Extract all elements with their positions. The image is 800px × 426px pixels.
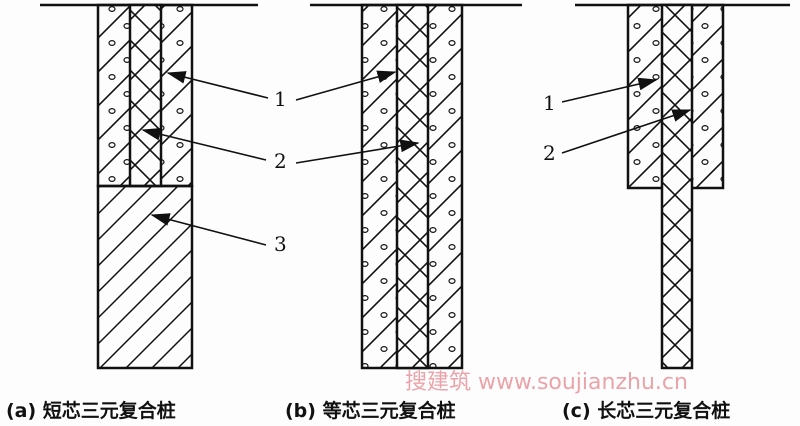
caption-b: (b) 等芯三元复合桩 — [285, 400, 456, 422]
caption-a: (a) 短芯三元复合桩 — [6, 400, 176, 422]
label-3-a: 3 — [274, 232, 287, 256]
label-1-c: 1 — [543, 91, 556, 115]
pile-c — [626, 3, 725, 370]
label-1-ab: 1 — [274, 87, 287, 111]
label-2-c: 2 — [543, 141, 556, 165]
leader-arrows — [141, 70, 692, 246]
pile-a — [96, 3, 194, 370]
pile-b — [360, 3, 464, 370]
label-2-ab: 2 — [274, 149, 287, 173]
caption-c: (c) 长芯三元复合桩 — [562, 400, 731, 422]
watermark: 搜建筑 www.soujianzhu.cn — [405, 370, 688, 395]
